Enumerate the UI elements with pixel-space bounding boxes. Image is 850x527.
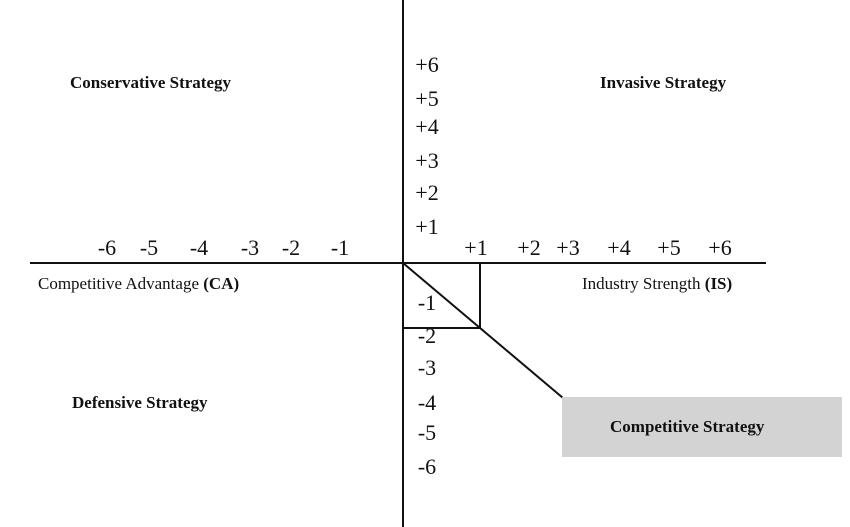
y-tick-label: +4 xyxy=(415,114,438,139)
direction-vector xyxy=(402,262,564,399)
x-tick-label: +4 xyxy=(607,235,630,260)
is-abbr: (IS) xyxy=(705,274,732,293)
ca-abbr: (CA) xyxy=(203,274,239,293)
y-tick-label: +3 xyxy=(415,148,438,173)
x-tick-label: +1 xyxy=(464,235,487,260)
x-tick-label: +5 xyxy=(657,235,680,260)
y-tick-label: +5 xyxy=(415,86,438,111)
y-tick-label: -4 xyxy=(418,390,436,415)
y-tick-label: -6 xyxy=(418,454,436,479)
tick-labels: -6 -5 -4 -3 -2 -1 +1 +2 +3 +4 +5 +6 +6 +5 +4 +3 +2 +1 -1 -2… xyxy=(98,52,732,479)
y-tick-label: -1 xyxy=(418,290,436,315)
y-tick-label: +1 xyxy=(415,214,438,239)
quadrant-competitive: Competitive Strategy xyxy=(610,417,765,436)
quadrant-invasive: Invasive Strategy xyxy=(600,73,727,92)
is-label-text: Industry Strength xyxy=(582,274,705,293)
y-tick-label: -2 xyxy=(418,323,436,348)
x-tick-label: -3 xyxy=(241,235,259,260)
x-tick-label: -2 xyxy=(282,235,300,260)
x-tick-label: +6 xyxy=(708,235,731,260)
ca-axis-label: Competitive Advantage (CA) xyxy=(38,274,239,293)
x-tick-label: -1 xyxy=(331,235,349,260)
y-tick-label: +6 xyxy=(415,52,438,77)
y-tick-label: -5 xyxy=(418,420,436,445)
competitive-strategy-box xyxy=(562,397,842,457)
y-tick-label: +2 xyxy=(415,180,438,205)
x-tick-label: +2 xyxy=(517,235,540,260)
x-tick-label: -6 xyxy=(98,235,116,260)
x-tick-label: +3 xyxy=(556,235,579,260)
x-tick-label: -5 xyxy=(140,235,158,260)
ca-label-text: Competitive Advantage xyxy=(38,274,203,293)
quadrant-conservative: Conservative Strategy xyxy=(70,73,231,92)
y-tick-label: -3 xyxy=(418,355,436,380)
is-axis-label: Industry Strength (IS) xyxy=(582,274,732,293)
quadrant-defensive: Defensive Strategy xyxy=(72,393,208,412)
x-tick-label: -4 xyxy=(190,235,208,260)
